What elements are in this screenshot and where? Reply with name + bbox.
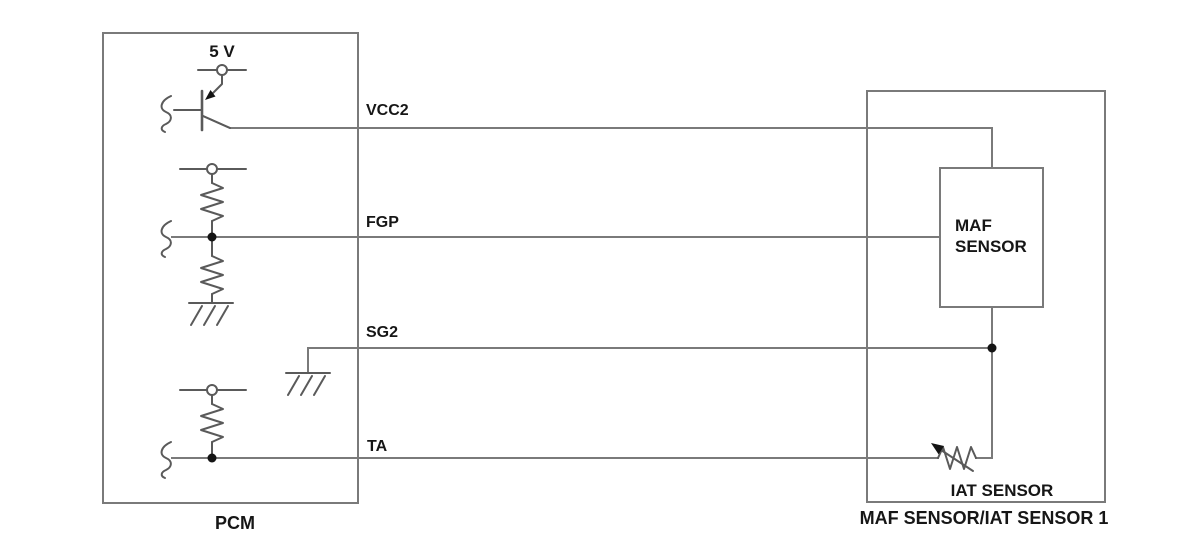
maf-sensor-label-line1: MAF [955, 216, 992, 235]
ground-icon [188, 302, 234, 326]
resistor-icon [200, 403, 224, 443]
pin-label-vcc2: VCC2 [366, 102, 409, 119]
wire-break-icon [160, 441, 172, 479]
pin-label-fgp: FGP [366, 214, 399, 231]
maf-sensor-label-line2: SENSOR [955, 237, 1027, 256]
pin-label-sg2: SG2 [366, 324, 398, 341]
supply-voltage-label: 5 V [209, 42, 235, 61]
wire-break-icon [160, 220, 172, 258]
resistor-icon [200, 182, 224, 222]
wire-break-icon [160, 95, 172, 133]
junction-dot [987, 343, 997, 353]
pcm-box [102, 32, 359, 504]
power-terminal-icon [179, 163, 247, 175]
pcm-label: PCM [215, 513, 255, 533]
maf-sensor-box [939, 167, 1044, 308]
junction-dot [207, 232, 217, 242]
pin-label-ta: TA [367, 438, 388, 455]
iat-sensor-label: IAT SENSOR [951, 481, 1054, 500]
wire-iat-to-maf [975, 306, 993, 459]
thermistor-icon [931, 443, 977, 472]
ground-icon [285, 372, 331, 396]
sensor-module-label: MAF SENSOR/IAT SENSOR 1 [860, 508, 1109, 528]
wire-sg2 [307, 347, 993, 374]
transistor-icon [173, 74, 231, 132]
resistor-icon [200, 255, 224, 295]
junction-dot [207, 453, 217, 463]
